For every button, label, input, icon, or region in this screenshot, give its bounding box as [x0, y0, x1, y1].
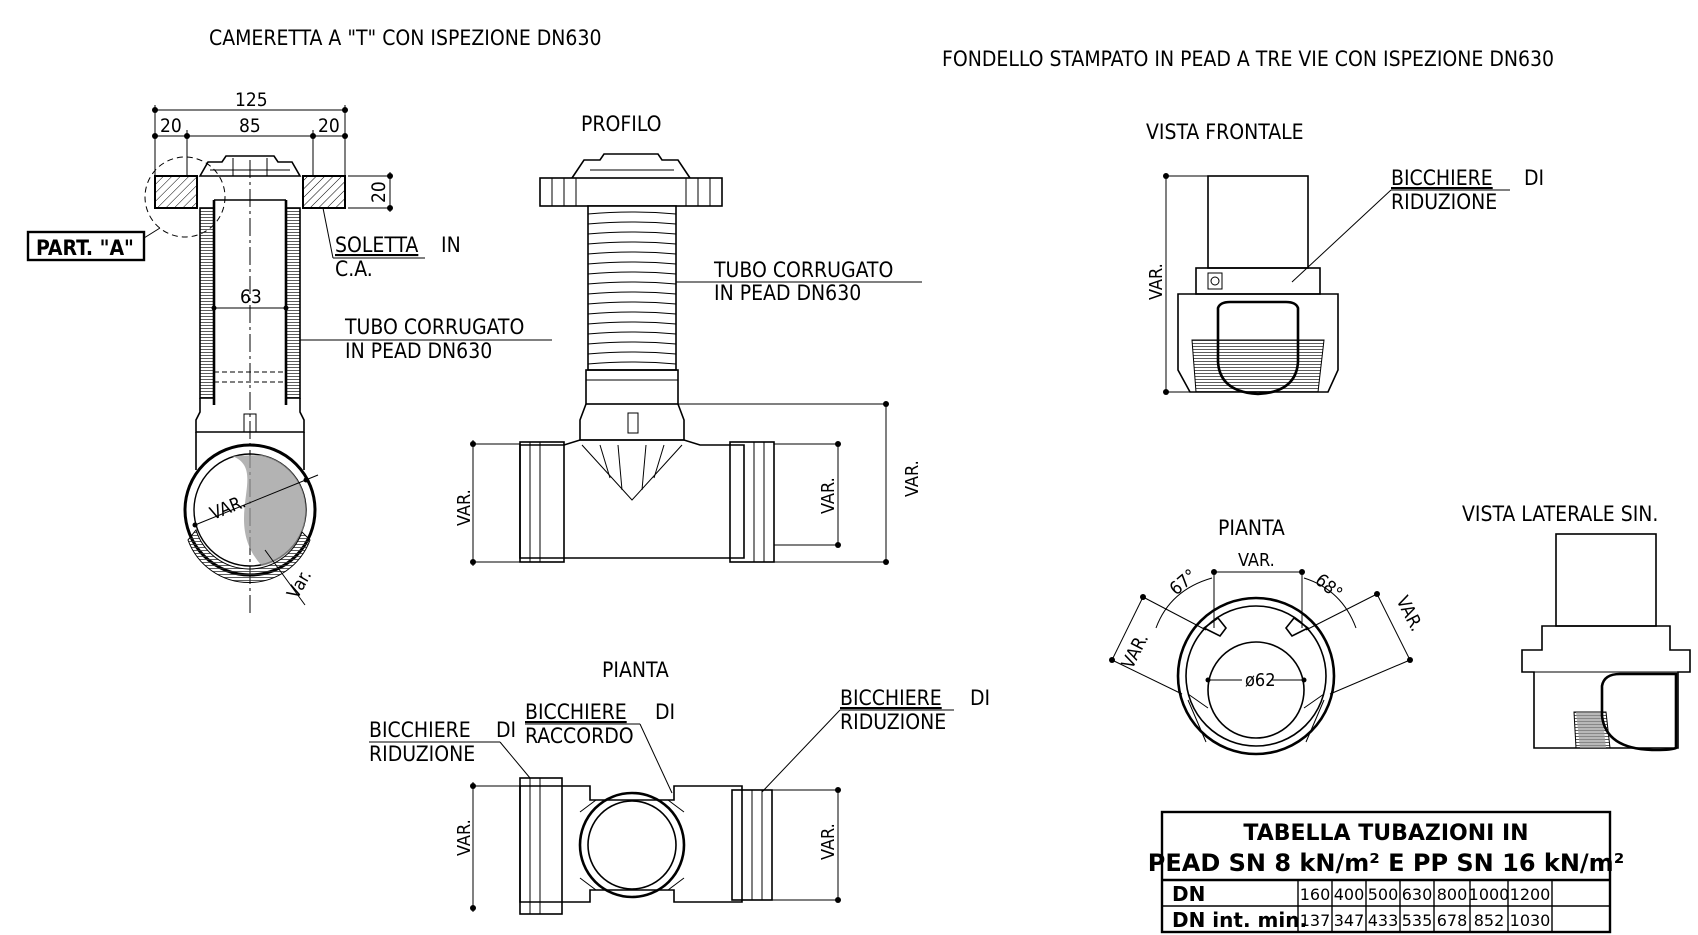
- profilo-var-left: VAR.: [454, 489, 475, 526]
- pianta-left-var-left: VAR.: [454, 819, 475, 856]
- table-title-2: PEAD SN 8 kN/m² E PP SN 16 kN/m²: [1148, 849, 1624, 877]
- pianta-left-bicchiere-rid-2: RIDUZIONE: [369, 742, 475, 766]
- table-cell: 500: [1368, 885, 1399, 904]
- dim-20-left: 20: [160, 115, 182, 137]
- plan-view-left: PIANTA VAR. VAR. BICCHIERE DI RIDUZIONE …: [369, 658, 990, 915]
- pianta-right-var-top: VAR.: [1238, 550, 1275, 571]
- table-row-label-dn: DN: [1172, 882, 1205, 906]
- profilo-var-right: VAR.: [818, 477, 839, 514]
- profilo-title: PROFILO: [581, 112, 661, 136]
- part-a-box: [26, 230, 146, 262]
- title-left: CAMERETTA A "T" CON ISPEZIONE DN630: [209, 26, 602, 50]
- table-row-label-dnint: DN int. min.: [1172, 908, 1307, 932]
- table-cell: 160: [1300, 885, 1331, 904]
- dim-63: 63: [240, 286, 262, 308]
- table-title-1: TABELLA TUBAZIONI IN: [1243, 821, 1528, 846]
- table-cell: 535: [1402, 911, 1433, 930]
- tubo-label-left-2: IN PEAD DN630: [345, 339, 492, 363]
- vista-frontale-title: VISTA FRONTALE: [1146, 120, 1304, 144]
- vista-frontale-label-1b: DI: [1524, 166, 1544, 190]
- tubo-label-profilo-1: TUBO CORRUGATO: [713, 258, 893, 282]
- pianta-left-bicchiere-rid-r-1: BICCHIERE: [840, 686, 942, 710]
- pipe-table: TABELLA TUBAZIONI IN PEAD SN 8 kN/m² E P…: [1148, 810, 1624, 934]
- table-cell: 800: [1437, 885, 1468, 904]
- soletta-label-2: C.A.: [335, 257, 373, 281]
- dim-slab-20: 20: [368, 181, 390, 203]
- table-cell: 678: [1437, 911, 1468, 930]
- profilo-var-far: VAR.: [902, 460, 923, 497]
- table-cell: 347: [1334, 911, 1365, 930]
- pianta-left-title: PIANTA: [602, 658, 669, 682]
- part-a-label: PART. "A": [36, 236, 134, 260]
- dim-var-lower: Var.: [283, 566, 316, 602]
- pianta-left-bicchiere-racc-1b: DI: [655, 700, 675, 724]
- vista-frontale-label-1: BICCHIERE: [1391, 166, 1493, 190]
- table-cell: 1030: [1510, 911, 1551, 930]
- pianta-left-bicchiere-rid-r-1b: DI: [970, 686, 990, 710]
- soletta-label-1: SOLETTA: [335, 233, 418, 257]
- pianta-left-bicchiere-rid-1: BICCHIERE: [369, 718, 471, 742]
- pianta-right-angle-right: 68°: [1311, 570, 1346, 605]
- table-cell: 630: [1402, 885, 1433, 904]
- vista-frontale-label-2: RIDUZIONE: [1391, 190, 1497, 214]
- dim-85: 85: [239, 115, 261, 137]
- vista-frontale-var: VAR.: [1146, 263, 1167, 300]
- dim-var-pipe: VAR.: [207, 491, 249, 524]
- table-cell: 1000: [1469, 885, 1510, 904]
- plan-view-right: PIANTA ø62 VAR. 67° 68° VAR. VAR.: [1109, 516, 1427, 756]
- pianta-left-bicchiere-racc-1: BICCHIERE: [525, 700, 627, 724]
- pianta-right-var-right: VAR.: [1392, 593, 1427, 635]
- pianta-left-bicchiere-rid-1b: DI: [496, 718, 516, 742]
- pianta-right-title: PIANTA: [1218, 516, 1285, 540]
- table-cell: 137: [1300, 911, 1331, 930]
- soletta-label-1b: IN: [441, 233, 461, 257]
- section-view-left: 125 20 85 20 20 PART. "A" 6: [26, 89, 552, 615]
- table-cell: 400: [1334, 885, 1365, 904]
- pianta-left-bicchiere-rid-r-2: RIDUZIONE: [840, 710, 946, 734]
- table-cell: 1200: [1510, 885, 1551, 904]
- table-cell: 852: [1474, 911, 1505, 930]
- profile-view: PROFILO: [454, 112, 923, 566]
- tubo-label-left-1: TUBO CORRUGATO: [344, 315, 524, 339]
- dim-20-right: 20: [318, 115, 340, 137]
- pianta-right-var-left: VAR.: [1118, 630, 1153, 672]
- pianta-left-var-right: VAR.: [818, 823, 839, 860]
- vista-laterale-title: VISTA LATERALE SIN.: [1462, 502, 1658, 526]
- title-right: FONDELLO STAMPATO IN PEAD A TRE VIE CON …: [942, 47, 1554, 71]
- pianta-right-angle-left: 67°: [1166, 565, 1201, 600]
- front-view: VISTA FRONTALE VAR. BICCHIERE DI RIDUZIO…: [1146, 120, 1544, 396]
- pianta-left-bicchiere-racc-2: RACCORDO: [525, 724, 634, 748]
- dim-125: 125: [235, 89, 268, 111]
- table-cell: 433: [1368, 911, 1399, 930]
- tubo-label-profilo-2: IN PEAD DN630: [714, 281, 861, 305]
- side-view: VISTA LATERALE SIN.: [1462, 502, 1691, 752]
- pianta-right-diameter: ø62: [1245, 670, 1276, 691]
